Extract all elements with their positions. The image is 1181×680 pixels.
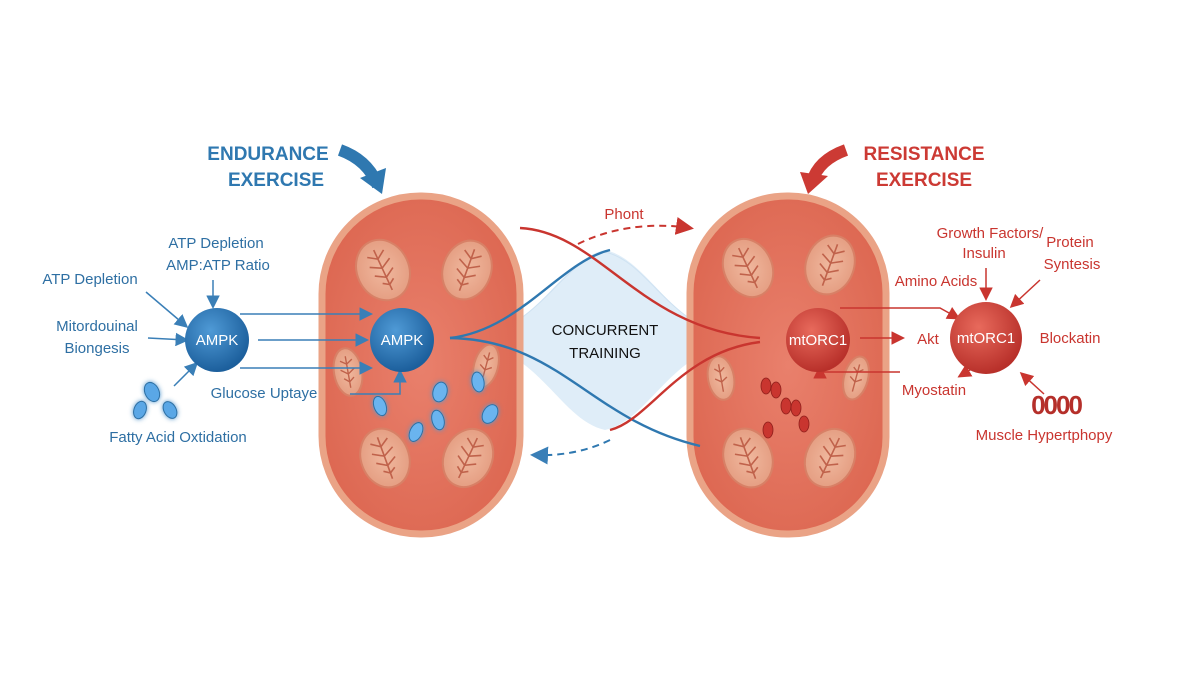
growth-factors-line1: Growth Factors/ xyxy=(937,225,1045,242)
endurance-title-line2: EXERCISE xyxy=(228,170,324,191)
protein-particle xyxy=(790,399,802,417)
protein-particle xyxy=(762,421,774,439)
arrow-protein-to-mtorc1 xyxy=(1009,279,1041,309)
ampk-outer-node xyxy=(185,308,249,372)
ampk-inner-label: AMPK xyxy=(381,332,424,349)
mitochondrion xyxy=(706,355,736,401)
concurrent-training-line1: CONCURRENT xyxy=(552,322,659,339)
myostatin-label: Myostatin xyxy=(902,382,966,399)
arrow-atp-left-to-ampk xyxy=(145,291,189,328)
mtorc1-inner-label: mtORC1 xyxy=(789,332,847,349)
glucose-uptake-label: Glucose Uptaye xyxy=(211,385,318,402)
akt-label: Akt xyxy=(917,331,940,348)
resistance-title-line1: RESISTANCE xyxy=(863,144,984,165)
arrow-glucose-to-inner-ampk xyxy=(350,369,407,395)
mito-biogenesis-line1: Mitordouinal xyxy=(56,318,138,335)
mitochondrion xyxy=(803,427,857,489)
mitochondrion xyxy=(721,237,775,299)
resistance-particles xyxy=(760,377,810,439)
endurance-particles-inner xyxy=(372,371,499,442)
mitochondrion xyxy=(804,234,856,296)
glucose-particle xyxy=(431,409,445,431)
endurance-arrow-head xyxy=(360,168,386,194)
resistance-crossing-curve-lower xyxy=(609,340,761,432)
glucose-particle xyxy=(432,381,448,403)
atp-depletion-top-line1: ATP Depletion xyxy=(168,235,263,252)
arrow-chain-to-mtorc1 xyxy=(1019,371,1045,395)
muscle-hypertrophy-label: Muscle Hypertphopy xyxy=(976,427,1113,444)
dashed-arrow-bottom xyxy=(530,439,611,465)
endurance-mitochondria-group xyxy=(332,238,500,489)
protein-particle xyxy=(760,377,772,395)
glucose-particle xyxy=(133,400,147,420)
concurrent-right-wedge xyxy=(605,250,740,430)
blockatin-label: Blockatin xyxy=(1040,330,1101,347)
resistance-mitochondria-group xyxy=(706,234,870,489)
atp-depletion-top-line2: AMP:ATP Ratio xyxy=(166,257,270,274)
ampk-outer-label: AMPK xyxy=(196,332,239,349)
mitochondrion xyxy=(441,239,493,301)
glucose-particle xyxy=(372,395,388,417)
arrow-amino-to-mtorc1 xyxy=(840,307,961,320)
protein-particle xyxy=(770,381,782,399)
concurrent-training-line2: TRAINING xyxy=(569,345,641,362)
mitochondrion xyxy=(722,427,774,489)
protein-particle xyxy=(798,415,810,433)
arrow-mito-to-ampk xyxy=(147,332,189,347)
growth-factors-line2: Insulin xyxy=(962,245,1005,262)
phont-label: Phont xyxy=(604,206,644,223)
mtorc1-outer-node xyxy=(950,302,1022,374)
protein-particle xyxy=(780,397,792,415)
dashed-arrow-top xyxy=(577,217,694,245)
endurance-title-line1: ENDURANCE xyxy=(207,144,328,165)
mtorc1-inner-node xyxy=(786,308,850,372)
resistance-title-line2: EXERCISE xyxy=(876,170,972,191)
endurance-crossing-curve-lower xyxy=(449,336,701,448)
fatty-acid-oxidation-label: Fatty Acid Oxtidation xyxy=(109,429,247,446)
ampk-inner-node xyxy=(370,308,434,372)
glucose-particle xyxy=(471,371,485,393)
glucose-particle xyxy=(408,422,424,442)
protein-chain-icon: 0000 xyxy=(1031,390,1082,420)
mito-biogenesis-line2: Biongesis xyxy=(64,340,129,357)
glucose-particle xyxy=(162,401,178,419)
concurrent-left-wedge xyxy=(470,250,605,430)
mitochondrion xyxy=(359,427,411,489)
glucose-particle xyxy=(143,381,161,403)
atp-depletion-left: ATP Depletion xyxy=(42,271,137,288)
glucose-particle xyxy=(481,404,499,424)
mitochondrion xyxy=(842,355,870,401)
resistance-crossing-curve-upper xyxy=(519,226,761,340)
protein-synthesis-line2: Syntesis xyxy=(1044,256,1101,273)
mtorc1-outer-label: mtORC1 xyxy=(957,330,1015,347)
resistance-arrow-head xyxy=(800,172,828,194)
amino-acids-label: Amino Acids xyxy=(895,273,978,290)
protein-synthesis-line1: Protein xyxy=(1046,234,1094,251)
mitochondrion xyxy=(441,427,495,489)
endurance-arrows xyxy=(145,280,407,395)
endurance-particles-outer xyxy=(133,381,178,420)
mitochondrion xyxy=(355,238,411,302)
arrow-fatty-to-ampk xyxy=(173,361,199,387)
